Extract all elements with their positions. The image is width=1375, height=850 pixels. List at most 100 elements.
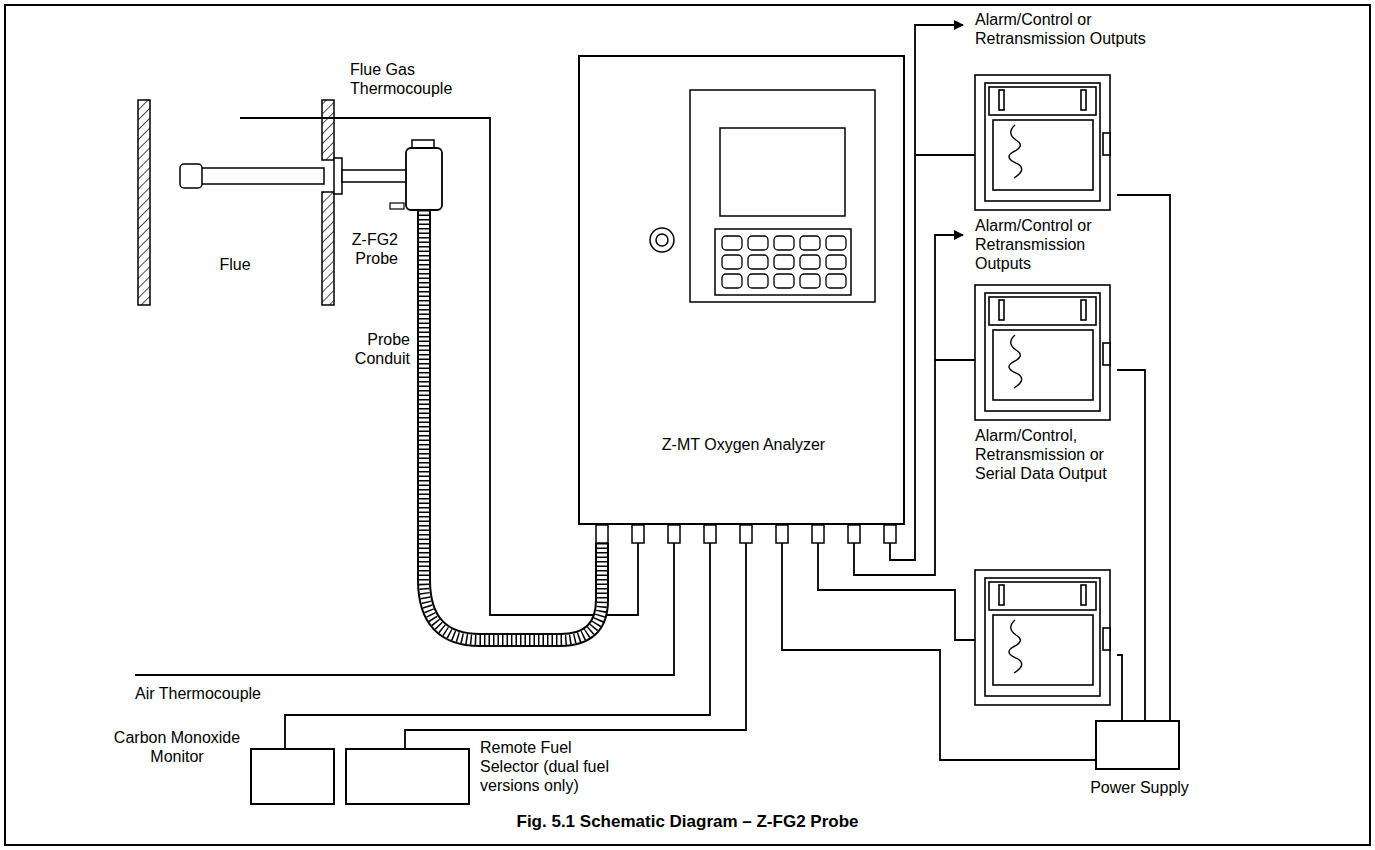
recorder-top-band	[989, 582, 1096, 610]
cable-gland	[668, 525, 680, 543]
recorder-peg	[999, 585, 1004, 605]
recorder-peg	[1081, 300, 1086, 320]
chart-recorder	[975, 75, 1110, 210]
output-wire	[915, 154, 975, 156]
probe-tip	[180, 164, 202, 188]
part-label: Z-FG2 Probe	[330, 230, 398, 268]
cable-gland	[812, 525, 824, 543]
chart-recorder	[975, 285, 1110, 420]
chart-recorder	[975, 570, 1110, 705]
thermocouple-wire	[240, 118, 638, 615]
node-text: Power Supply	[1077, 778, 1202, 797]
probe-nipple	[390, 203, 404, 209]
recorder-bezel	[985, 83, 1100, 201]
recorder-window	[993, 120, 1093, 190]
cable-gland	[884, 525, 896, 543]
display-panel	[690, 90, 875, 302]
keypad-key	[748, 236, 768, 250]
part-label: Alarm/Control or Retransmission Outputs	[975, 10, 1175, 48]
recorder-trace	[1009, 620, 1022, 673]
part-label: Probe Conduit	[330, 330, 410, 368]
output-wire	[890, 25, 963, 560]
probe-conduit	[424, 210, 602, 640]
probe-head	[406, 148, 442, 210]
probe-conduit	[424, 210, 602, 640]
node-text: Remote Fuel Selector (dual fuel versions…	[480, 738, 628, 796]
chart-recorders	[975, 75, 1110, 705]
figure-frame	[5, 5, 1370, 845]
node-text: Carbon Monoxide Monitor	[110, 728, 244, 766]
recorder-window	[993, 615, 1093, 685]
part-label: Alarm/Control, Retransmission or Serial …	[975, 426, 1125, 484]
analyzer-box: Z-MT Oxygen Analyzer	[578, 55, 905, 525]
signal-wire	[782, 525, 1095, 760]
keypad-key	[800, 274, 820, 288]
probe-flange	[334, 158, 342, 194]
probe-tube	[342, 170, 408, 182]
keypad-key	[722, 255, 742, 269]
keypad-key	[774, 274, 794, 288]
recorder-knob	[1103, 133, 1110, 155]
power-supply-box: Power Supply	[1095, 720, 1180, 770]
output-wire	[818, 543, 975, 640]
door-lock	[656, 234, 668, 246]
keypad-key	[748, 274, 768, 288]
power-wire	[1117, 195, 1170, 720]
recorder-top-band	[989, 87, 1096, 115]
cable-gland	[848, 525, 860, 543]
figure-caption: Fig. 5.1 Schematic Diagram – Z-FG2 Probe	[0, 812, 1375, 832]
cable-gland	[596, 525, 608, 543]
keypad-key	[800, 236, 820, 250]
part-label: Air Thermocouple	[135, 684, 335, 703]
keypad-key	[774, 255, 794, 269]
cable-gland	[704, 525, 716, 543]
recorder-case	[975, 285, 1110, 420]
keypad-key	[826, 274, 846, 288]
recorder-bezel	[985, 578, 1100, 696]
cable-gland	[632, 525, 644, 543]
selector-box: Remote Fuel Selector (dual fuel versions…	[345, 748, 470, 805]
keypad-key	[800, 255, 820, 269]
keypad	[715, 229, 851, 295]
keypad-key	[774, 236, 794, 250]
cable-glands	[596, 525, 896, 543]
probe-tube	[200, 168, 324, 184]
door-lock	[650, 228, 674, 252]
monitor-box: Carbon Monoxide Monitor	[250, 748, 335, 805]
display-screen	[720, 128, 845, 216]
node-text: Z-MT Oxygen Analyzer	[580, 435, 907, 454]
recorder-knob	[1103, 628, 1110, 650]
cable-gland	[776, 525, 788, 543]
flue-wall	[322, 100, 334, 160]
power-wire	[1117, 655, 1122, 720]
power-wire	[1117, 370, 1145, 720]
recorder-peg	[999, 300, 1004, 320]
recorder-peg	[1081, 585, 1086, 605]
keypad-key	[826, 236, 846, 250]
keypad-key	[826, 255, 846, 269]
recorder-peg	[1081, 90, 1086, 110]
thermocouple-wire	[135, 543, 674, 675]
cable-gland	[740, 525, 752, 543]
recorder-trace	[1009, 125, 1022, 178]
recorder-case	[975, 570, 1110, 705]
flue-wall	[138, 100, 150, 305]
keypad-key	[748, 255, 768, 269]
recorder-trace	[1009, 335, 1022, 388]
output-wire	[935, 359, 975, 361]
recorder-peg	[999, 90, 1004, 110]
part-label: Flue	[205, 255, 265, 274]
recorder-case	[975, 75, 1110, 210]
probe-conduit	[424, 210, 602, 640]
part-label: Alarm/Control or Retransmission Outputs	[975, 216, 1110, 274]
recorder-bezel	[985, 293, 1100, 411]
part-label: Flue Gas Thermocouple	[350, 60, 465, 98]
recorder-knob	[1103, 343, 1110, 365]
recorder-top-band	[989, 297, 1096, 325]
keypad-key	[722, 236, 742, 250]
keypad-keys	[722, 236, 846, 288]
